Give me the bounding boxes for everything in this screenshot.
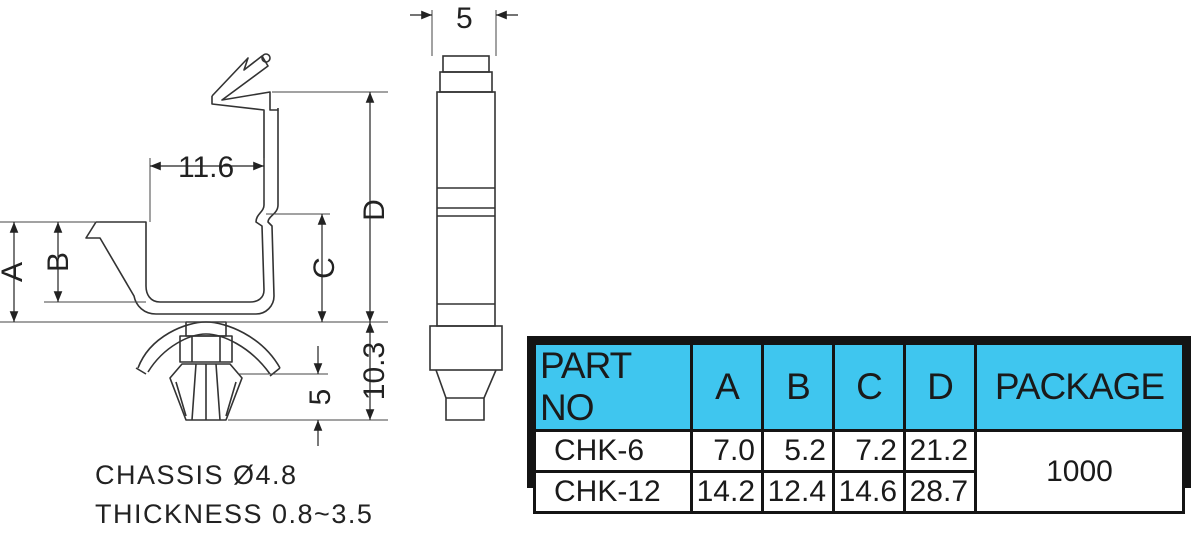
front-view — [429, 55, 503, 421]
chassis-note: CHASSIS Ø4.8 — [95, 460, 298, 490]
cell-part-no: CHK-6 — [536, 432, 690, 470]
table-header-row: PART NO A B C D PACKAGE — [536, 345, 1182, 429]
cell-c: 7.2 — [835, 432, 903, 470]
cell-b: 5.2 — [764, 432, 832, 470]
clip-hook — [211, 55, 279, 111]
table-row: CHK-6 7.0 5.2 7.2 21.2 1000 — [536, 432, 1182, 511]
cell-a: 14.2 — [693, 473, 761, 511]
cell-d: 21.2 — [906, 432, 974, 470]
dimension-arrows — [9, 10, 518, 446]
clip-spine — [96, 96, 265, 303]
dim-c: C — [308, 257, 341, 279]
header-c: C — [835, 345, 903, 429]
dim-height: 10.3 — [358, 342, 391, 400]
header-package: PACKAGE — [977, 345, 1182, 429]
dim-top-width: 5 — [456, 2, 473, 35]
side-view — [85, 53, 281, 421]
dim-b: B — [42, 252, 75, 272]
dim-d: D — [358, 199, 391, 221]
dim-tip: 5 — [304, 389, 337, 406]
thickness-note: THICKNESS 0.8~3.5 — [95, 499, 374, 529]
cell-c: 14.6 — [835, 473, 903, 511]
dim-a: A — [0, 262, 29, 282]
header-part-no: PART NO — [536, 345, 690, 429]
cell-package: 1000 — [977, 432, 1182, 511]
header-b: B — [764, 345, 832, 429]
extension-lines — [0, 10, 497, 421]
table-row: CHK-12 14.2 12.4 14.6 28.7 — [536, 473, 1182, 511]
clip-plug — [169, 363, 243, 421]
cell-a: 7.0 — [693, 432, 761, 470]
dim-width: 11.6 — [178, 151, 234, 184]
header-d: D — [906, 345, 974, 429]
cell-part-no: CHK-12 — [536, 473, 690, 511]
spec-table: PART NO A B C D PACKAGE CHK-6 7.0 5.2 7.… — [527, 336, 1191, 514]
cell-d: 28.7 — [906, 473, 974, 511]
cell-b: 12.4 — [764, 473, 832, 511]
header-a: A — [693, 345, 761, 429]
